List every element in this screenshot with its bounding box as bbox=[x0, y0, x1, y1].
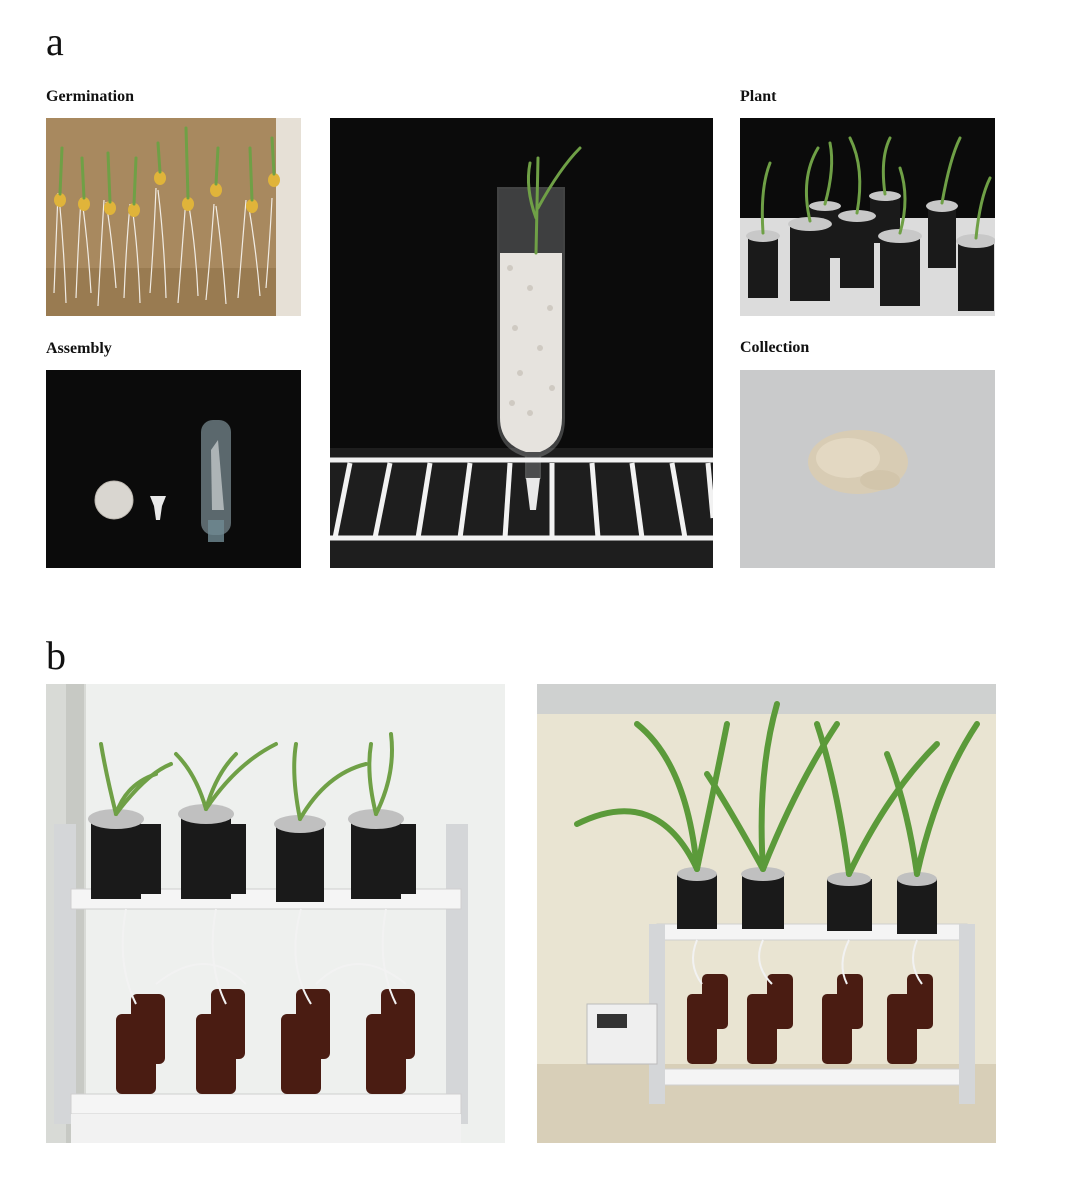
rack-mature-plants-photo bbox=[537, 684, 996, 1143]
rack-young-plants-photo bbox=[46, 684, 505, 1143]
germination-photo bbox=[46, 118, 301, 316]
column-setup-photo bbox=[330, 118, 713, 568]
collection-photo bbox=[740, 370, 995, 568]
caption-germination: Germination bbox=[46, 88, 134, 105]
caption-plant: Plant bbox=[740, 88, 777, 105]
plant-photo bbox=[740, 118, 995, 316]
panel-letter-a: a bbox=[46, 19, 64, 64]
caption-assembly: Assembly bbox=[46, 340, 112, 357]
panel-letter-b: b bbox=[46, 633, 66, 678]
assembly-photo bbox=[46, 370, 301, 568]
caption-collection: Collection bbox=[740, 339, 810, 356]
